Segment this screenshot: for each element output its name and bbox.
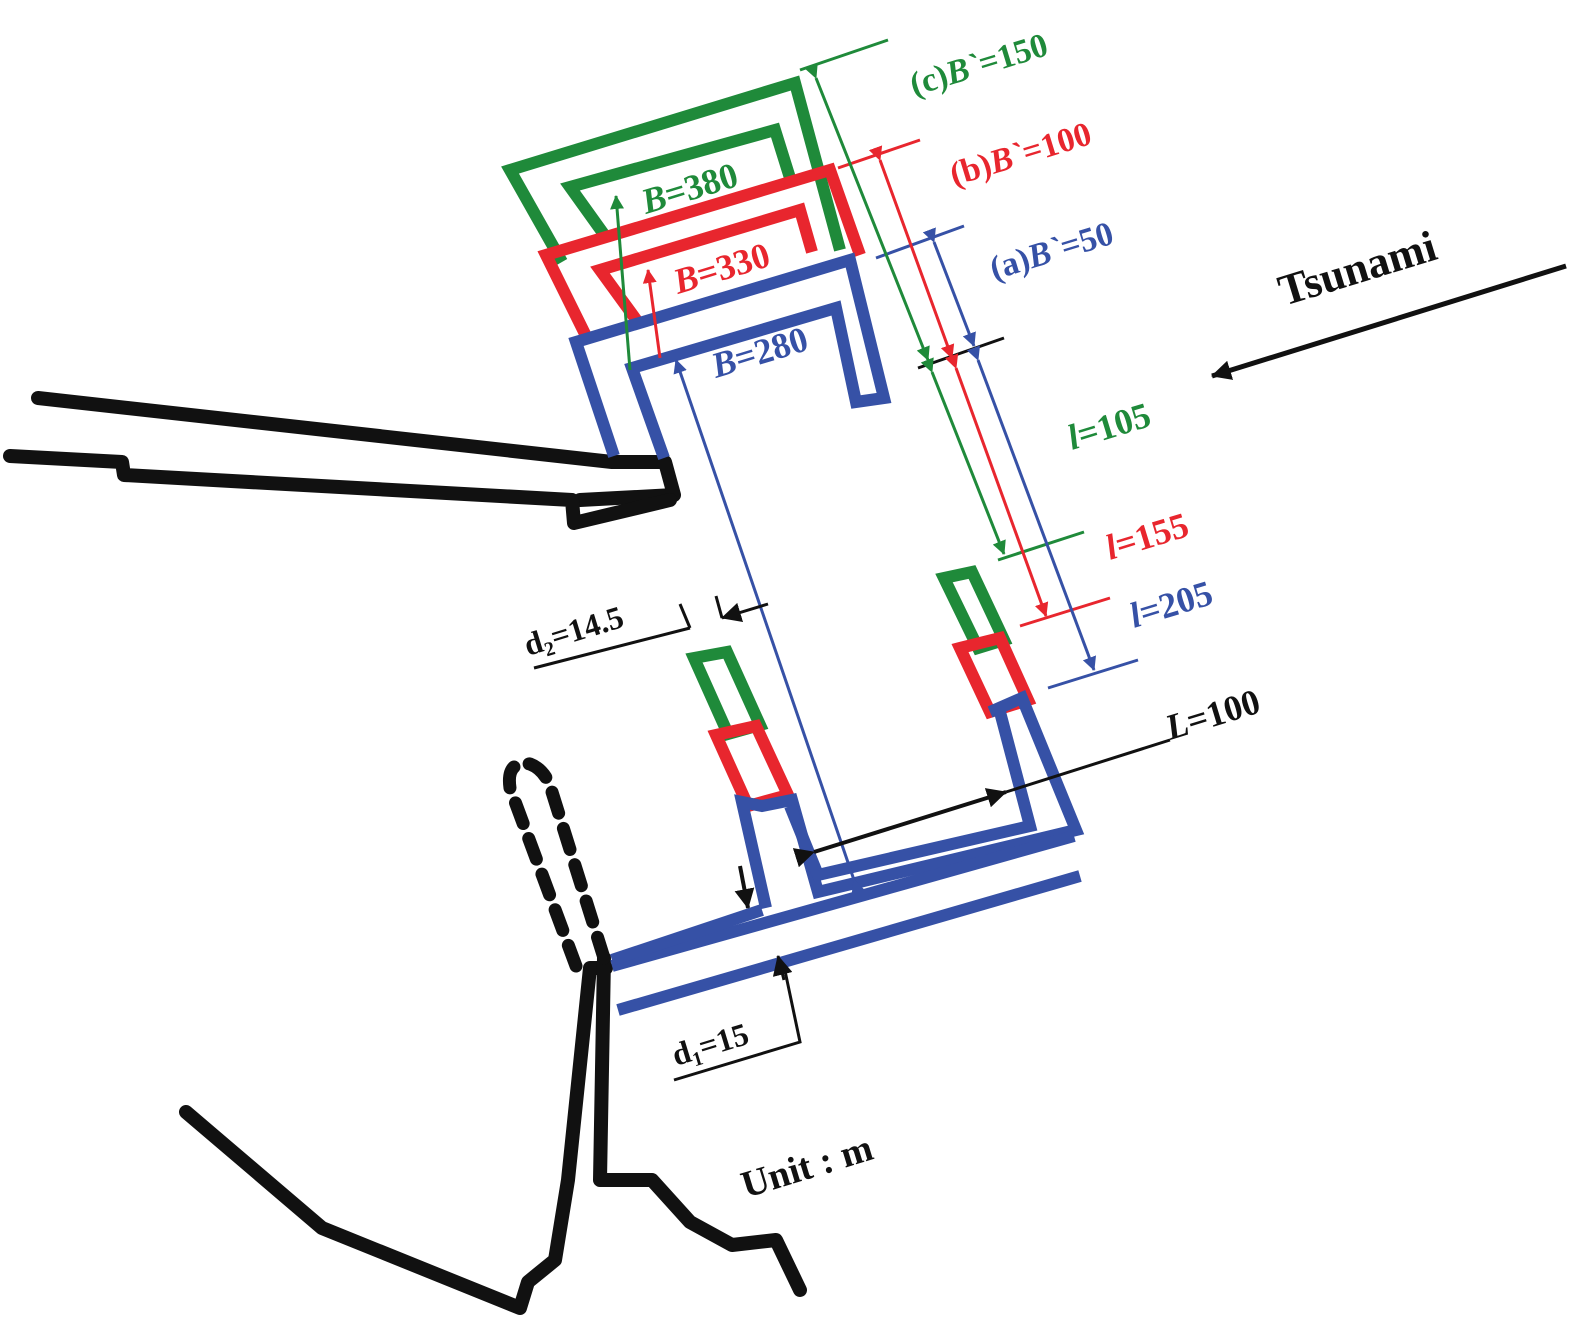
case-c-north-arm-inner	[560, 122, 796, 244]
d1-leader	[673, 965, 802, 1082]
d1-arrow-bottom	[772, 955, 793, 981]
b-dim-line-c	[610, 195, 632, 371]
l-tick-a	[1047, 658, 1139, 690]
d2-leader	[533, 626, 691, 670]
bprime-arrow-a	[922, 227, 976, 347]
l-tick-b	[1019, 596, 1111, 628]
d1-label: d1=15	[668, 1015, 754, 1076]
bprime-label-b: (b)B`=100	[946, 116, 1096, 194]
tsunami-label: Tsunami	[1273, 221, 1442, 315]
dashed-mole-outline	[502, 757, 611, 973]
south-coast-east	[593, 951, 807, 1297]
d2-arrow-in	[714, 595, 724, 619]
L-arrow	[792, 788, 1007, 868]
l-arrow-a	[966, 345, 1097, 671]
l-label-a: l=205	[1125, 573, 1218, 636]
bprime-tick-a	[875, 224, 965, 260]
unit-label: Unit : m	[736, 1127, 877, 1207]
d2-tick	[678, 603, 692, 629]
bprime-tick-c	[799, 38, 889, 72]
d2-arrow	[721, 602, 769, 623]
coastline	[3, 391, 807, 1315]
d1-arrow-top	[734, 865, 755, 909]
l-tick-c	[997, 530, 1085, 562]
tsunami-arrow	[1211, 263, 1567, 380]
south-coast-west	[179, 961, 613, 1315]
L-label: L=100	[1160, 681, 1265, 748]
north-coast-inner	[3, 449, 677, 530]
l-label-c: l=105	[1063, 395, 1156, 458]
breakwater-case-b	[537, 162, 1037, 814]
case-a-outer-wall	[568, 252, 892, 461]
case-a-mole-spur	[610, 904, 764, 966]
L-leader	[1005, 738, 1171, 794]
bprime-label-c: (c)B`=150	[906, 27, 1053, 104]
case-b-west-tip	[707, 719, 797, 814]
l-label-b: l=155	[1101, 505, 1194, 568]
north-coast-outer	[31, 391, 681, 507]
bprime-base-tick	[917, 336, 1005, 370]
bprime-label-a: (a)B`=50	[986, 215, 1118, 288]
b-dim-line-b	[642, 269, 662, 359]
case-a-mole-inner	[616, 870, 1082, 1016]
